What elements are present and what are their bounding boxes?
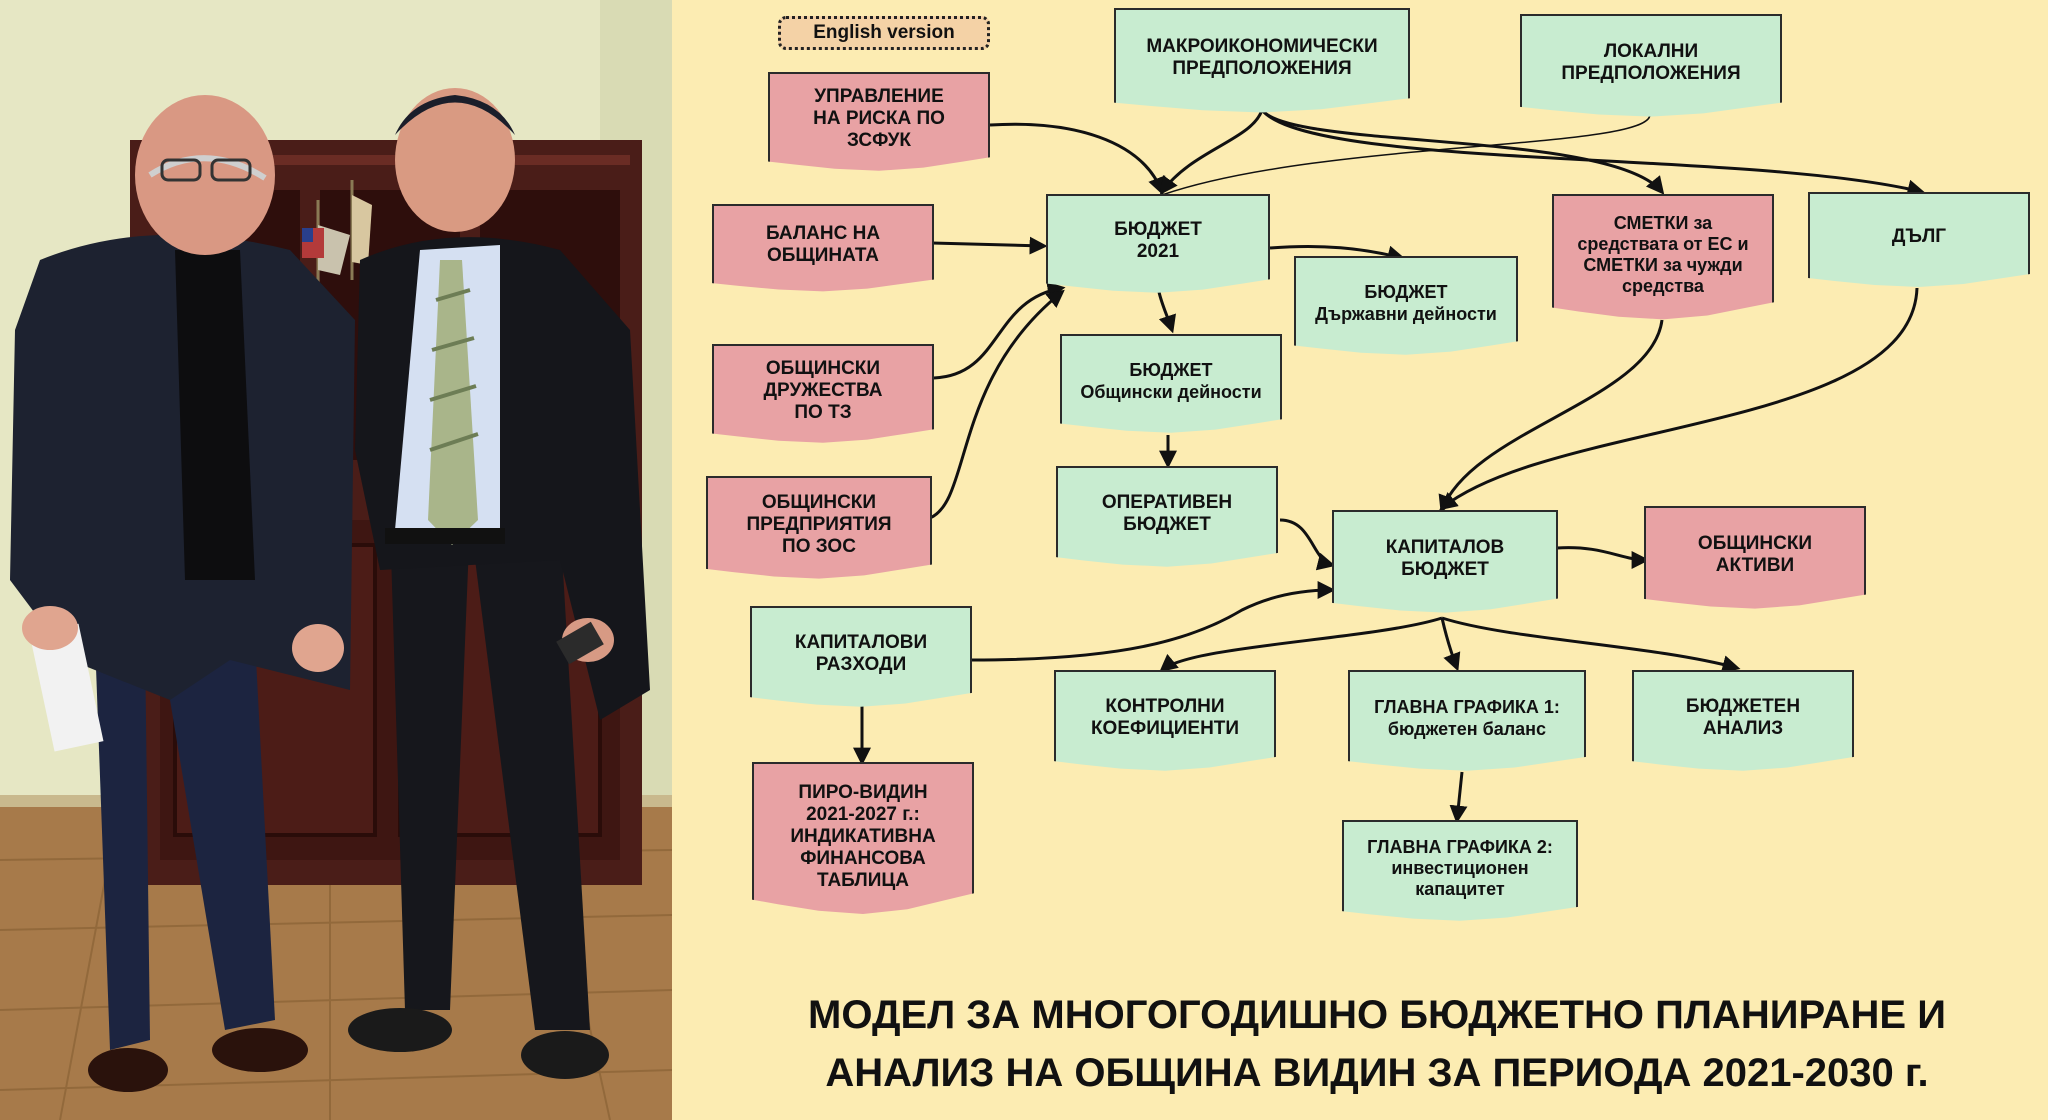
- node-municipal-assets: ОБЩИНСКИ АКТИВИ: [1644, 506, 1866, 609]
- node-budget-2021: БЮДЖЕТ 2021: [1046, 194, 1270, 293]
- node-main-graph-2: ГЛАВНА ГРАФИКА 2: инвестиционен капаците…: [1342, 820, 1578, 921]
- edge-operative-capital: [1279, 518, 1336, 571]
- edge-capital-graph1: [1440, 617, 1461, 672]
- diagram-edges: [853, 108, 1926, 824]
- edge-debt-capital: [1439, 287, 1919, 511]
- person-left: [10, 95, 355, 1092]
- meeting-photo: [0, 0, 672, 1120]
- node-piro-vidin: ПИРО-ВИДИН 2021-2027 г.: ИНДИКАТИВНА ФИН…: [752, 762, 974, 914]
- node-control-coefficients: КОНТРОЛНИ КОЕФИЦИЕНТИ: [1054, 670, 1276, 771]
- node-municipal-companies: ОБЩИНСКИ ДРУЖЕСТВА ПО ТЗ: [712, 344, 934, 443]
- edge-balance-budget: [931, 236, 1048, 255]
- node-eu-accounts: СМЕТКИ за средствата от ЕС и СМЕТКИ за ч…: [1552, 194, 1774, 320]
- node-municipal-balance: БАЛАНС НА ОБЩИНАТА: [712, 204, 934, 292]
- node-macro-assumptions: МАКРОИКОНОМИЧЕСКИ ПРЕДПОЛОЖЕНИЯ: [1114, 8, 1410, 113]
- node-budget-state-activities: БЮДЖЕТ Държавни дейности: [1294, 256, 1518, 355]
- english-version-link[interactable]: English version: [778, 16, 990, 50]
- edge-capital-analysis: [1441, 616, 1741, 673]
- edge-local-budget: [1161, 114, 1651, 196]
- node-debt: ДЪЛГ: [1808, 192, 2030, 287]
- edge-risk-budget: [989, 122, 1166, 196]
- node-operative-budget: ОПЕРАТИВЕН БЮДЖЕТ: [1056, 466, 1278, 567]
- edge-budget-municipal: [1157, 291, 1176, 334]
- person-right: [348, 88, 650, 1079]
- node-capital-budget: КАПИТАЛОВ БЮДЖЕТ: [1332, 510, 1558, 613]
- edge-graph1-graph2: [1449, 771, 1468, 824]
- edge-companies-budget: [933, 281, 1066, 380]
- diagram-title: МОДЕЛ ЗА МНОГОГОДИШНО БЮДЖЕТНО ПЛАНИРАНЕ…: [808, 993, 1946, 1095]
- edge-macro-budget: [1159, 109, 1264, 195]
- node-budget-analysis: БЮДЖЕТЕН АНАЛИЗ: [1632, 670, 1854, 771]
- node-capital-expenditures: КАПИТАЛОВИ РАЗХОДИ: [750, 606, 972, 707]
- edge-capital-assets: [1556, 546, 1650, 569]
- edge-macro-eu: [1260, 108, 1665, 195]
- edge-budget-state: [1269, 244, 1406, 264]
- node-local-assumptions: ЛОКАЛНИ ПРЕДПОЛОЖЕНИЯ: [1520, 14, 1782, 117]
- edge-capital-control: [1159, 616, 1443, 673]
- node-municipal-enterprises: ОБЩИНСКИ ПРЕДПРИЯТИЯ ПО ЗОС: [706, 476, 932, 579]
- node-budget-municipal-activities: БЮДЖЕТ Общински дейности: [1060, 334, 1282, 433]
- edge-enterprises-budget: [929, 289, 1065, 520]
- edge-capex-capital: [971, 581, 1336, 662]
- node-main-graph-1: ГЛАВНА ГРАФИКА 1: бюджетен баланс: [1348, 670, 1586, 771]
- node-risk-management: УПРАВЛЕНИЕ НА РИСКА ПО ЗСФУК: [768, 72, 990, 171]
- edge-eu-capital: [1438, 319, 1664, 514]
- edge-macro-debt: [1260, 109, 1926, 198]
- budget-model-diagram: English version МАКРОИКОНОМИЧЕСКИ ПРЕДПО…: [672, 0, 2048, 1120]
